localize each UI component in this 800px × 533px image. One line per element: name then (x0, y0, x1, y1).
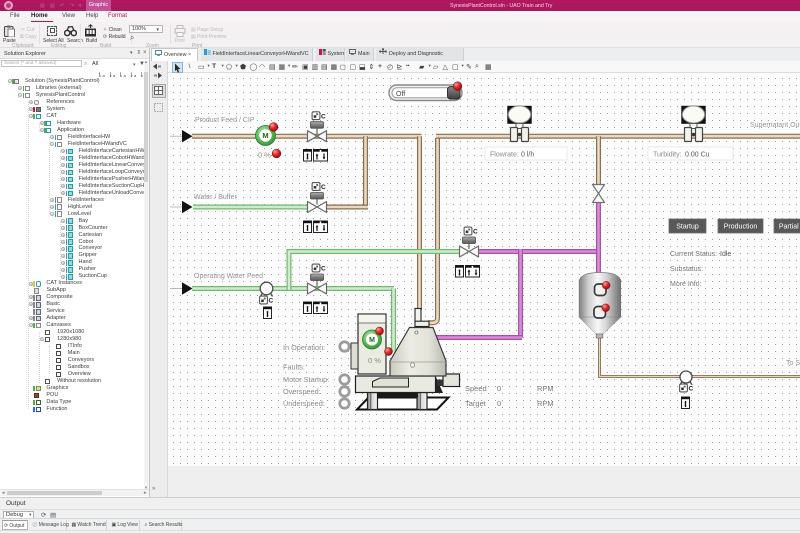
svg-text:Startup: Startup (676, 224, 699, 231)
svg-text:More Info:: More Info: (670, 281, 702, 288)
svg-text:RPM: RPM (537, 399, 554, 408)
svg-text:C: C (321, 113, 326, 120)
svg-text:0 %: 0 % (368, 356, 381, 365)
svg-text:To Separator: To Separator (786, 360, 800, 367)
svg-text:0.00 Cu: 0.00 Cu (685, 152, 710, 159)
svg-text:0: 0 (497, 384, 501, 393)
svg-text:C: C (321, 266, 326, 273)
svg-text:Water / Buffer: Water / Buffer (194, 194, 237, 201)
svg-text:Target: Target (465, 399, 487, 408)
svg-text:Overspeed:: Overspeed: (283, 387, 321, 396)
svg-text:Supernatant Outlet: Supernatant Outlet (750, 122, 800, 129)
svg-text:RPM: RPM (537, 384, 554, 393)
svg-text:Speed: Speed (465, 384, 487, 393)
svg-text:Flowrate:: Flowrate: (490, 152, 519, 159)
svg-text:0 l/h: 0 l/h (521, 152, 534, 159)
svg-text:C: C (269, 298, 274, 305)
svg-text:Off: Off (396, 91, 405, 98)
svg-text:Substatus:: Substatus: (670, 266, 703, 273)
svg-text:Underspeed:: Underspeed: (283, 399, 325, 408)
svg-text:C: C (321, 184, 326, 191)
svg-text:Current Status:: Current Status: (670, 251, 717, 258)
svg-text:Product Feed / CIP: Product Feed / CIP (195, 117, 255, 124)
svg-text:Faults:: Faults: (283, 363, 305, 372)
svg-text:M: M (262, 131, 268, 140)
svg-text:Partial Em: Partial Em (779, 224, 800, 231)
svg-text:Motor Startup:: Motor Startup: (283, 375, 329, 384)
svg-text:Operating Water Feed: Operating Water Feed (194, 273, 263, 280)
svg-text:Turbidity:: Turbidity: (653, 152, 682, 159)
svg-text:0: 0 (497, 399, 501, 408)
svg-text:C: C (689, 386, 694, 393)
svg-text:In Operation:: In Operation: (283, 343, 325, 352)
svg-text:C: C (473, 229, 478, 236)
svg-text:M: M (369, 337, 375, 344)
svg-text:Production: Production (724, 224, 758, 231)
svg-text:Idle: Idle (720, 251, 731, 258)
svg-text:0 %: 0 % (258, 151, 271, 160)
